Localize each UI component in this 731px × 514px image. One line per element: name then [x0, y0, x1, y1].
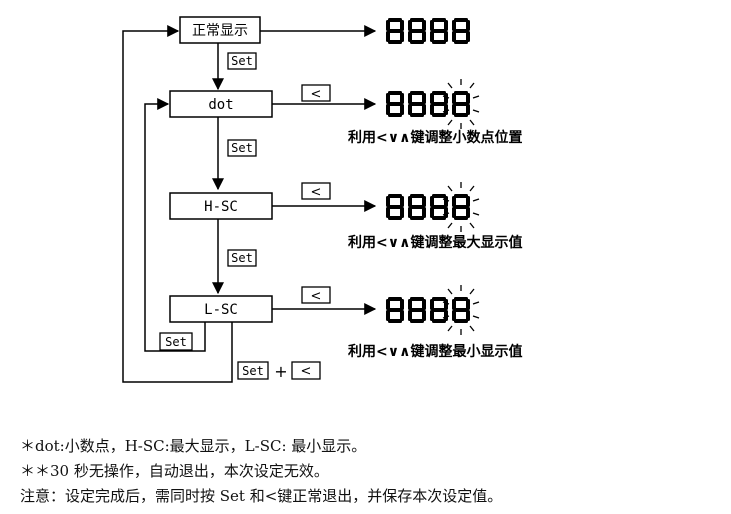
set-key-2-label: Set: [231, 141, 253, 155]
normal-display-box: [179, 16, 261, 44]
set-key-3-label: Set: [231, 251, 253, 265]
set-key-1-label: Set: [231, 54, 253, 68]
lsc-box-label: L-SC: [204, 302, 238, 318]
hint-dot: 利用<∨∧键调整小数点位置: [348, 129, 522, 146]
note-timeout: ＊＊30 秒无操作，自动退出，本次设定无效。: [20, 462, 329, 480]
set-key-loop: [159, 332, 193, 351]
exit-left-key: [291, 361, 321, 380]
set-key-3: [227, 249, 257, 267]
left-key-1-label: <: [311, 87, 322, 102]
exit-plus: +: [274, 362, 287, 381]
display-digits-3: [386, 181, 480, 233]
display-digits-1: [386, 18, 470, 44]
left-key-3-label: <: [311, 289, 322, 304]
hsc-box-label: H-SC: [204, 199, 238, 215]
exit-set-key: [237, 361, 269, 380]
display-digits-2: [386, 78, 480, 130]
hint-hsc: 利用<∨∧键调整最大显示值: [348, 234, 522, 251]
note-abbreviations: ＊dot:小数点，H-SC:最大显示，L-SC: 最小显示。: [20, 437, 367, 455]
hint-lsc: 利用<∨∧键调整最小显示值: [348, 343, 522, 360]
set-key-1: [227, 52, 257, 70]
normal-display-label: 正常显示: [192, 23, 248, 39]
settings-flow-diagram: 正常显示 Set dot < 利用<∨∧键调整小数点位置 Set H-SC < …: [122, 16, 522, 383]
left-key-2-label: <: [311, 185, 322, 200]
left-key-1: [301, 84, 331, 102]
exit-set-key-label: Set: [242, 364, 264, 378]
lsc-box: [169, 295, 273, 323]
note-save-exit: 注意：设定完成后，需同时按 Set 和<键正常退出，并保存本次设定值。: [20, 487, 503, 505]
set-key-2: [227, 139, 257, 157]
exit-left-key-label: <: [301, 364, 312, 379]
set-key-loop-label: Set: [165, 335, 187, 349]
dot-box-label: dot: [208, 97, 233, 113]
hsc-box: [169, 192, 273, 220]
left-key-3: [301, 286, 331, 304]
left-key-2: [301, 182, 331, 200]
loop-lsc-to-dot: [144, 98, 206, 352]
exit-to-normal: [122, 25, 233, 383]
display-digits-4: [386, 284, 480, 336]
notes: ＊dot:小数点，H-SC:最大显示，L-SC: 最小显示。 ＊＊30 秒无操作…: [20, 434, 502, 509]
